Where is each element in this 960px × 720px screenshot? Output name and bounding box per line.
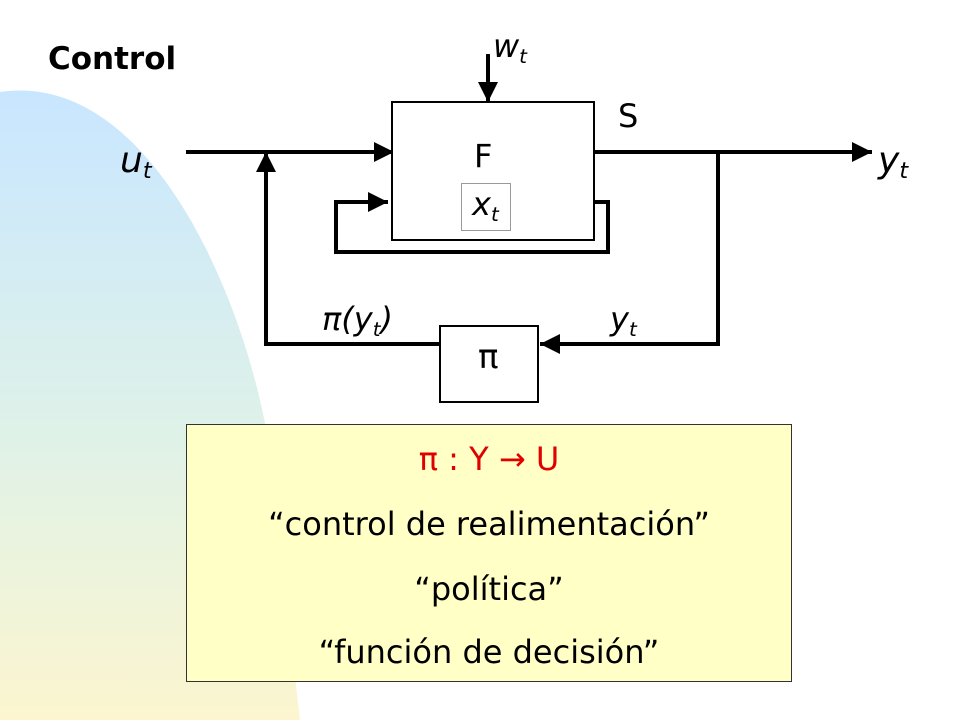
policy-of-y-sub: t bbox=[372, 317, 381, 341]
w-label-base: w bbox=[493, 27, 520, 65]
policy-block-label: π bbox=[478, 337, 499, 377]
policy-of-y-label: π(yt) bbox=[322, 300, 393, 339]
page-title: Control bbox=[48, 41, 177, 77]
y-feedback-label: yt bbox=[610, 300, 637, 339]
note-line-decision-function: “función de decisión” bbox=[318, 633, 660, 671]
policy-of-y-suffix: ) bbox=[380, 300, 393, 338]
y-output-label: yt bbox=[878, 140, 908, 183]
x-label-sub: t bbox=[490, 202, 499, 226]
x-label-base: x bbox=[472, 185, 491, 223]
policy-block bbox=[439, 325, 539, 403]
w-label-sub: t bbox=[519, 44, 527, 68]
s-label: S bbox=[618, 97, 639, 135]
w-label: wt bbox=[493, 27, 527, 66]
y-feedback-label-sub: t bbox=[628, 317, 637, 341]
note-line-policy: “política” bbox=[414, 570, 564, 608]
state-box bbox=[461, 183, 511, 231]
u-label-base: u bbox=[120, 140, 143, 181]
u-label: ut bbox=[120, 140, 152, 183]
y-feedback-label-base: y bbox=[610, 300, 629, 338]
u-label-sub: t bbox=[142, 158, 152, 185]
state-loop bbox=[334, 192, 610, 254]
policy-mapping: π : Y → U bbox=[418, 440, 560, 478]
policy-of-y-prefix: π( bbox=[322, 300, 354, 338]
policy-note: π : Y → U “control de realimentación” “p… bbox=[186, 424, 792, 682]
note-line-feedback-control: “control de realimentación” bbox=[268, 505, 710, 543]
f-label: F bbox=[474, 137, 493, 175]
y-output-label-base: y bbox=[878, 140, 900, 181]
y-output-label-sub: t bbox=[899, 158, 909, 185]
x-label: xt bbox=[472, 185, 499, 224]
policy-of-y-base: y bbox=[353, 300, 373, 338]
